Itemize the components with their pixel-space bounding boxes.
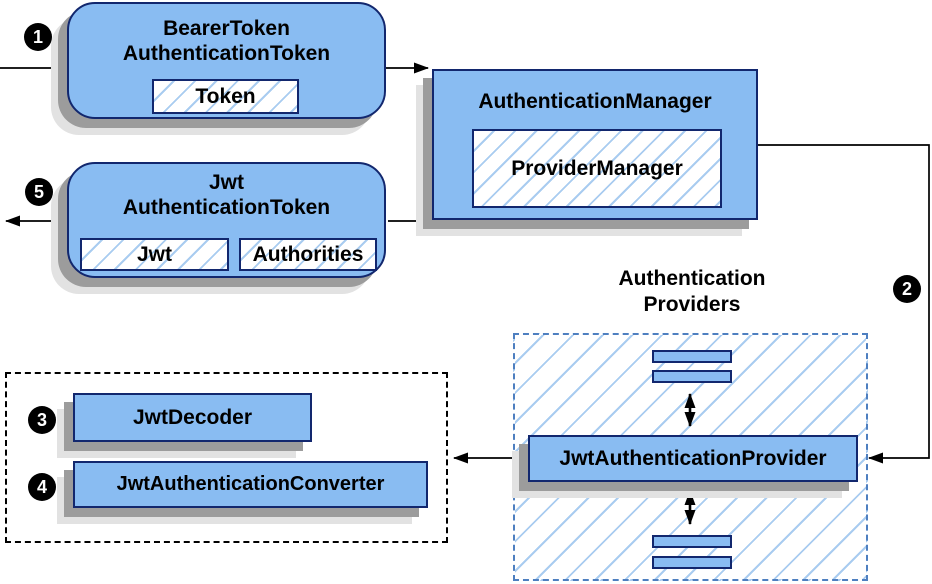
step-4-badge: 4 — [28, 473, 56, 501]
step-5-badge: 5 — [25, 178, 53, 206]
token-field: Token — [152, 79, 299, 114]
node-bearer-token-authentication-token: BearerToken AuthenticationToken Token — [67, 2, 386, 119]
provider-placeholder-bar — [652, 370, 732, 383]
jwt-field: Jwt — [80, 238, 229, 271]
node-jwt-authentication-provider: JwtAuthenticationProvider — [528, 435, 858, 482]
node-jwt-authentication-converter: JwtAuthenticationConverter — [73, 461, 428, 508]
bearer-token-title: BearerToken AuthenticationToken — [122, 17, 331, 65]
provider-placeholder-bar — [652, 350, 732, 363]
step-3-badge: 3 — [28, 406, 56, 434]
node-authentication-manager: AuthenticationManager ProviderManager — [432, 69, 758, 220]
node-jwt-decoder: JwtDecoder — [73, 393, 312, 442]
authorities-field: Authorities — [239, 238, 377, 271]
provider-placeholder-bar — [652, 535, 732, 548]
step-1-badge: 1 — [24, 23, 52, 51]
node-jwt-authentication-token: Jwt AuthenticationToken Jwt Authorities — [67, 162, 386, 278]
provider-placeholder-bar — [652, 556, 732, 569]
authentication-providers-label: Authentication Providers — [618, 267, 766, 316]
step-2-badge: 2 — [893, 275, 921, 303]
jwt-token-title: Jwt AuthenticationToken — [122, 171, 331, 219]
provider-manager-field: ProviderManager — [472, 129, 722, 208]
authentication-manager-title: AuthenticationManager — [478, 90, 712, 113]
